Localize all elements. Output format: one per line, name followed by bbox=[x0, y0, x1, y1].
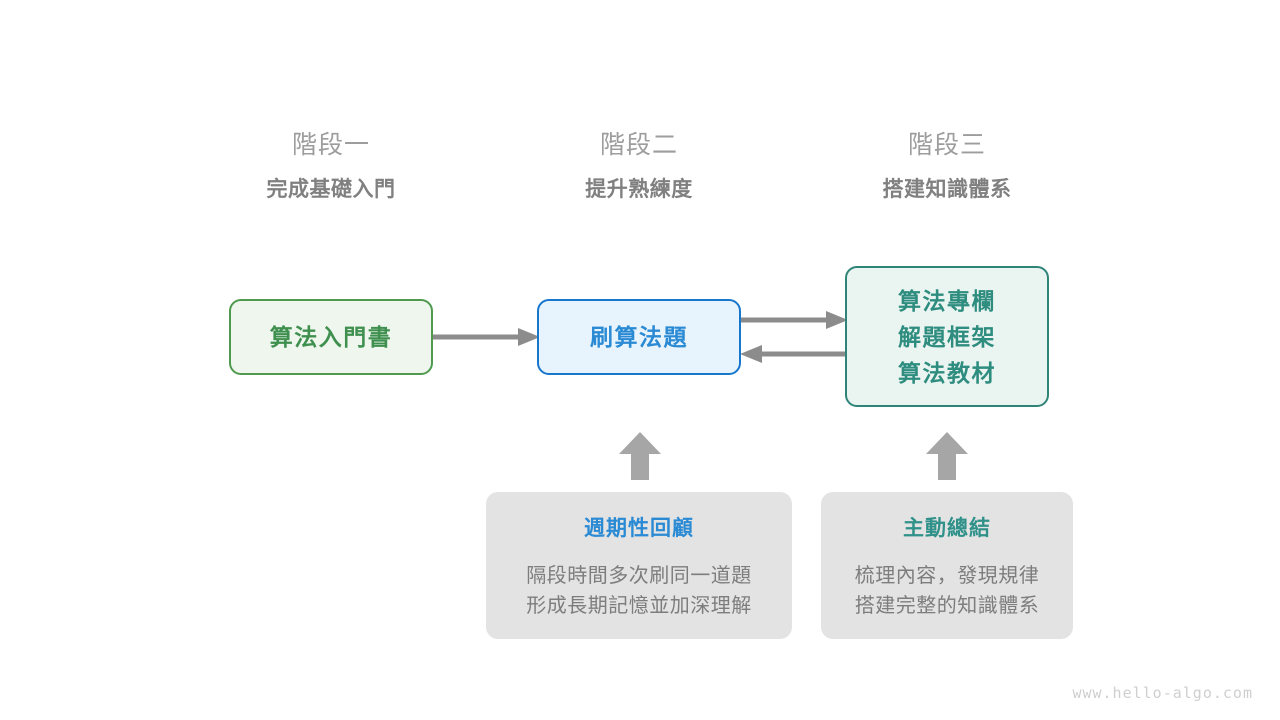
arrow-resources-to-practice bbox=[740, 345, 848, 363]
card-review-line-2: 形成長期記憶並加深理解 bbox=[526, 595, 752, 617]
card-review-line-1: 隔段時間多次刷同一道題 bbox=[526, 565, 752, 587]
stage-header-2: 階段二 提升熟練度 bbox=[519, 128, 759, 205]
stage-header-1: 階段一 完成基礎入門 bbox=[211, 128, 451, 205]
stage-3-name: 階段三 bbox=[907, 131, 986, 159]
arrow-practice-to-resources bbox=[740, 311, 848, 329]
node-learning-resources[interactable]: 算法專欄 解題框架 算法教材 bbox=[845, 266, 1049, 407]
block-arrow-summary-up-icon bbox=[926, 432, 968, 480]
node-resources-line-1: 算法專欄 bbox=[898, 287, 996, 314]
stage-3-goal: 搭建知識體系 bbox=[882, 178, 1012, 201]
stage-header-3: 階段三 搭建知識體系 bbox=[827, 128, 1067, 205]
stage-2-goal: 提升熟練度 bbox=[585, 178, 693, 201]
node-book-label: 算法入門書 bbox=[269, 323, 393, 350]
node-resources-line-3: 算法教材 bbox=[898, 359, 996, 386]
card-summary-title: 主動總結 bbox=[903, 517, 991, 540]
card-summary-line-1: 梳理內容，發現規律 bbox=[854, 565, 1040, 587]
stage-2-name: 階段二 bbox=[599, 131, 678, 159]
node-resources-line-2: 解題框架 bbox=[898, 323, 996, 350]
node-practice-label: 刷算法題 bbox=[590, 323, 688, 350]
node-practice-problems[interactable]: 刷算法題 bbox=[537, 299, 741, 375]
card-periodic-review[interactable]: 週期性回顧 隔段時間多次刷同一道題 形成長期記憶並加深理解 bbox=[486, 492, 792, 639]
card-active-summary[interactable]: 主動總結 梳理內容，發現規律 搭建完整的知識體系 bbox=[821, 492, 1073, 639]
card-summary-line-2: 搭建完整的知識體系 bbox=[854, 595, 1040, 617]
watermark-url: www.hello-algo.com bbox=[1072, 684, 1253, 702]
node-algorithm-intro-book[interactable]: 算法入門書 bbox=[229, 299, 433, 375]
stage-1-name: 階段一 bbox=[291, 131, 370, 159]
stage-1-goal: 完成基礎入門 bbox=[266, 178, 396, 201]
card-review-title: 週期性回顧 bbox=[584, 517, 694, 540]
arrow-book-to-practice bbox=[432, 328, 540, 346]
block-arrow-review-up-icon bbox=[619, 432, 661, 480]
